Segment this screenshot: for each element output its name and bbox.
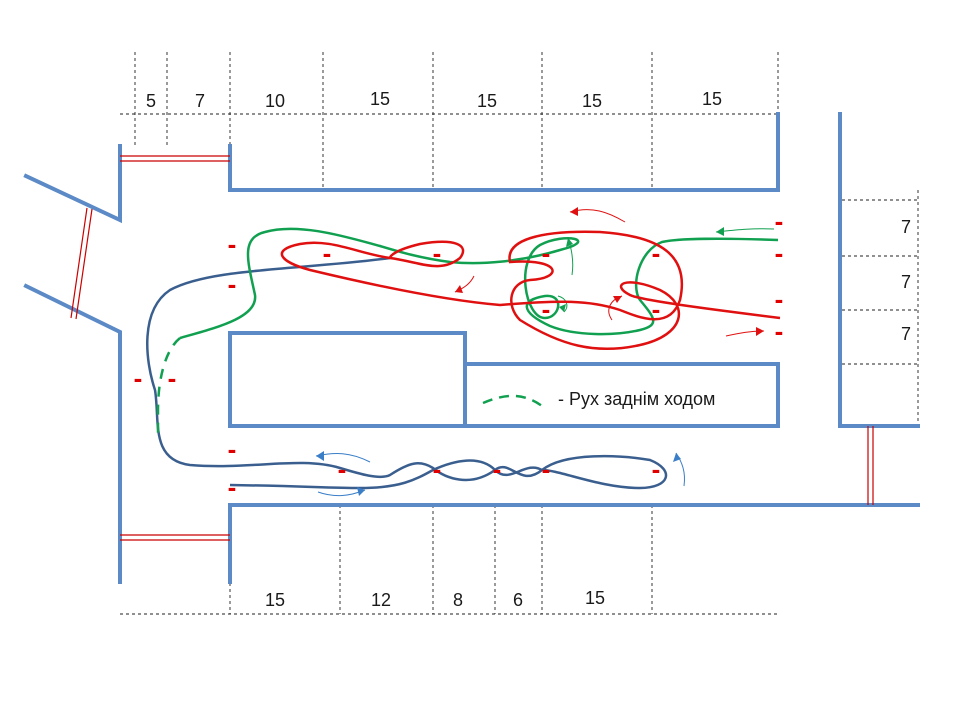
red-route	[280, 207, 781, 351]
green-reverse-segment	[156, 337, 181, 438]
cone-marker: -	[542, 238, 551, 268]
dimension-label: 7	[901, 217, 911, 237]
cone-marker: -	[652, 454, 661, 484]
cone-marker: -	[652, 294, 661, 324]
cone-marker: -	[134, 363, 143, 393]
direction-arrowhead	[357, 487, 365, 496]
gates	[70, 155, 874, 541]
direction-arrowhead	[559, 304, 566, 312]
cone-marker: -	[775, 206, 784, 236]
dimension-label: 15	[585, 588, 605, 608]
blue-route	[146, 256, 685, 497]
blue-route-path	[146, 256, 668, 490]
dimension-label: 10	[265, 91, 285, 111]
cone-marker: -	[542, 454, 551, 484]
direction-arrowhead	[455, 285, 463, 293]
cone-marker: -	[228, 269, 237, 299]
direction-arrow	[569, 209, 626, 223]
dimension-label: 15	[702, 89, 722, 109]
top-dimension-labels: 5 7 10 15 15 15 15	[146, 89, 722, 111]
cone-marker: -	[542, 294, 551, 324]
cone-marker: -	[493, 454, 502, 484]
cone-marker: -	[433, 454, 442, 484]
cone-marker: -	[338, 454, 347, 484]
legend-reverse-swatch	[482, 394, 543, 408]
red-route-path	[280, 230, 781, 351]
legend-label: - Рух заднім ходом	[558, 389, 715, 409]
direction-arrowhead	[570, 207, 578, 216]
cone-marker: -	[775, 316, 784, 346]
dimension-label: 15	[477, 91, 497, 111]
cone-marker: -	[433, 238, 442, 268]
direction-arrowhead	[613, 296, 622, 303]
direction-arrowhead	[316, 451, 324, 461]
green-route-path	[179, 227, 779, 340]
direction-arrowhead	[673, 453, 681, 462]
cone-marker: -	[228, 434, 237, 464]
direction-arrow	[715, 228, 775, 233]
cone-marker: -	[228, 229, 237, 259]
direction-arrowhead	[566, 238, 573, 247]
cone-marker: -	[228, 472, 237, 502]
dimension-label: 7	[901, 272, 911, 292]
legend: - Рух заднім ходом	[482, 389, 715, 409]
dimension-label: 5	[146, 91, 156, 111]
cone-marker: -	[775, 284, 784, 314]
dimension-label: 15	[265, 590, 285, 610]
walls	[23, 112, 920, 584]
dimension-label: 15	[370, 89, 390, 109]
cone-marker: -	[652, 238, 661, 268]
dimension-label: 7	[901, 324, 911, 344]
dimension-label: 7	[195, 91, 205, 111]
dimension-label: 6	[513, 590, 523, 610]
dimension-label: 8	[453, 590, 463, 610]
dimension-label: 15	[582, 91, 602, 111]
direction-arrowhead	[716, 227, 724, 236]
dimension-label: 12	[371, 590, 391, 610]
cone-markers: - - - - - - - - - - - - - - - - - - - - …	[134, 206, 784, 502]
cone-marker: -	[323, 238, 332, 268]
cone-marker: -	[775, 238, 784, 268]
right-dimension-labels: 7 7 7	[901, 217, 911, 344]
cone-marker: -	[168, 363, 177, 393]
bottom-dimension-labels: 15 12 8 6 15	[265, 588, 605, 610]
direction-arrowhead	[756, 327, 764, 336]
